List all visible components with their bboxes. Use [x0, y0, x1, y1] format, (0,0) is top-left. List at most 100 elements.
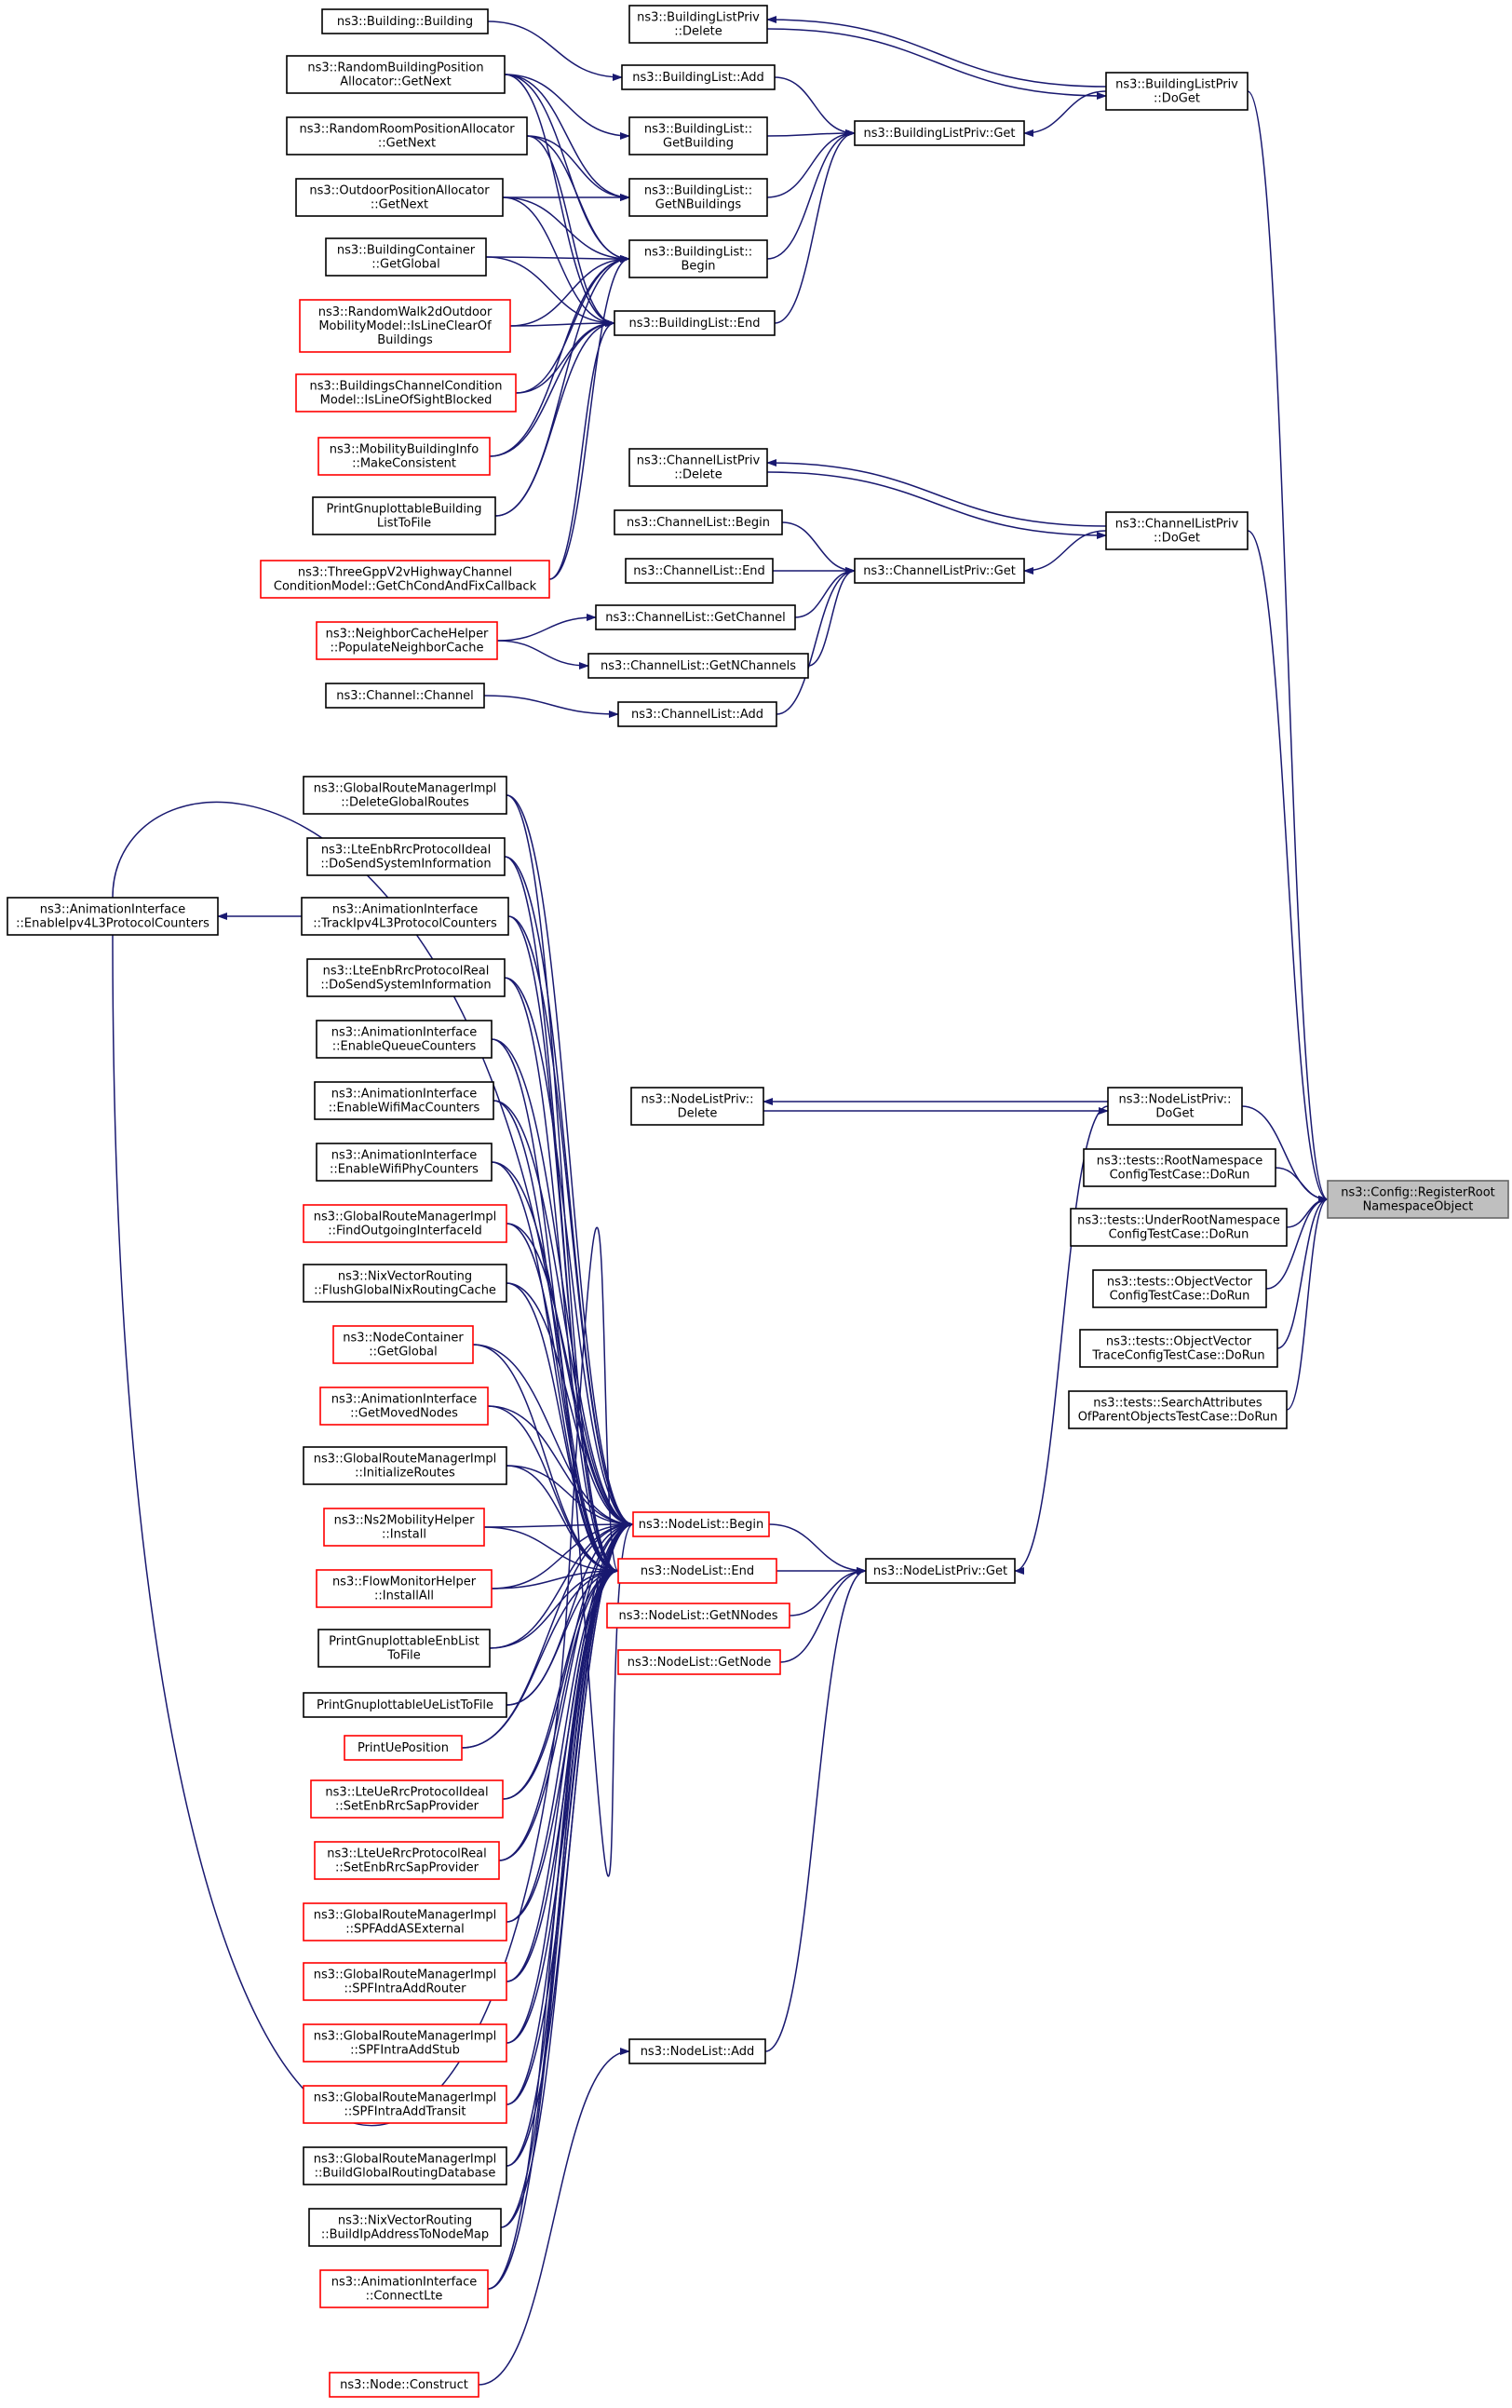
- node-nodeconstruct[interactable]: ns3::Node::Construct: [329, 2372, 479, 2398]
- node-clgetn[interactable]: ns3::ChannelList::GetNChannels: [587, 653, 809, 679]
- node-box: [317, 437, 491, 476]
- node-getmoved[interactable]: ns3::AnimationInterface::GetMovedNodes: [319, 1387, 489, 1426]
- node-ncglobal[interactable]: ns3::NodeContainer::GetGlobal: [332, 1325, 474, 1364]
- node-blend[interactable]: ns3::BuildingList::End: [614, 310, 776, 336]
- node-building[interactable]: ns3::Building::Building: [321, 8, 489, 34]
- node-grmfindout[interactable]: ns3::GlobalRouteManagerImpl::FindOutgoin…: [303, 1204, 507, 1243]
- node-clbegin[interactable]: ns3::ChannelList::Begin: [614, 509, 783, 535]
- node-spfext[interactable]: ns3::GlobalRouteManagerImpl::SPFAddASExt…: [303, 1902, 507, 1941]
- node-label: PrintGnuplottableUeListToFile: [317, 1698, 493, 1712]
- node-searchattr[interactable]: ns3::tests::SearchAttributesOfParentObje…: [1068, 1390, 1288, 1429]
- node-connectlte[interactable]: ns3::AnimationInterface::ConnectLte: [319, 2269, 489, 2308]
- node-tgpp[interactable]: ns3::ThreeGppV2vHighwayChannelConditionM…: [260, 560, 550, 599]
- node-printue[interactable]: PrintUePosition: [344, 1735, 463, 1761]
- node-grmbuild[interactable]: ns3::GlobalRouteManagerImpl::BuildGlobal…: [303, 2146, 507, 2185]
- edge-arrow: [498, 1567, 619, 1861]
- node-label: ns3::Ns2MobilityHelper: [334, 1514, 475, 1528]
- node-nixbuild[interactable]: ns3::NixVectorRouting::BuildIpAddressToN…: [308, 2208, 502, 2247]
- edge-clbegin-to-clpget: [781, 521, 856, 575]
- node-nixflush[interactable]: ns3::NixVectorRouting::FlushGlobalNixRou…: [303, 1264, 507, 1303]
- node-nlgetn[interactable]: ns3::NodeList::GetNNodes: [606, 1603, 790, 1629]
- node-enablewifiphy[interactable]: ns3::AnimationInterface::EnableWifiPhyCo…: [316, 1143, 493, 1182]
- node-enableipv4[interactable]: ns3::AnimationInterface::EnableIpv4L3Pro…: [7, 897, 219, 936]
- node-clpdelete[interactable]: ns3::ChannelListPriv::Delete: [628, 448, 768, 487]
- node-box: [310, 1779, 504, 1819]
- node-spfstub[interactable]: ns3::GlobalRouteManagerImpl::SPFIntraAdd…: [303, 2023, 507, 2063]
- node-pgue[interactable]: PrintGnuplottableUeListToFile: [303, 1692, 507, 1718]
- node-clend[interactable]: ns3::ChannelList::End: [625, 558, 774, 584]
- edge-cladd-to-clpget: [776, 567, 856, 715]
- node-nlend[interactable]: ns3::NodeList::End: [617, 1558, 777, 1584]
- node-label: ns3::RandomRoomPositionAllocator: [299, 123, 515, 137]
- node-objvectrace[interactable]: ns3::tests::ObjectVectorTraceConfigTestC…: [1079, 1329, 1278, 1368]
- node-ns2install[interactable]: ns3::Ns2MobilityHelper::Install: [323, 1508, 485, 1547]
- node-box: [1079, 1329, 1278, 1368]
- node-clgetchannel[interactable]: ns3::ChannelList::GetChannel: [595, 604, 796, 630]
- node-bladd[interactable]: ns3::BuildingList::Add: [621, 64, 776, 90]
- node-nch[interactable]: ns3::NeighborCacheHelper::PopulateNeighb…: [316, 621, 498, 660]
- edge-arrow: [502, 1567, 619, 1800]
- node-lteidealsys[interactable]: ns3::LteEnbRrcProtocolIdeal::DoSendSyste…: [306, 837, 506, 876]
- node-label: ns3::GlobalRouteManagerImpl: [314, 2030, 497, 2044]
- node-objvec[interactable]: ns3::tests::ObjectVectorConfigTestCase::…: [1092, 1269, 1267, 1308]
- node-rrpa[interactable]: ns3::RandomRoomPositionAllocator::GetNex…: [286, 116, 528, 156]
- node-nlpdoget[interactable]: ns3::NodeListPriv::DoGet: [1107, 1087, 1243, 1126]
- node-lterealsys[interactable]: ns3::LteEnbRrcProtocolReal::DoSendSystem…: [306, 958, 506, 997]
- edge-arrow: [506, 1282, 634, 1528]
- edge-arrow: [487, 1405, 634, 1528]
- node-clpdoget[interactable]: ns3::ChannelListPriv::DoGet: [1105, 511, 1249, 550]
- node-blpdelete[interactable]: ns3::BuildingListPriv::Delete: [628, 5, 768, 44]
- node-box: [316, 1020, 493, 1059]
- node-blpget[interactable]: ns3::BuildingListPriv::Get: [854, 120, 1025, 146]
- node-channel[interactable]: ns3::Channel::Channel: [325, 683, 485, 709]
- node-spfrouter[interactable]: ns3::GlobalRouteManagerImpl::SPFIntraAdd…: [303, 1962, 507, 2001]
- node-box: [303, 1962, 507, 2001]
- node-cladd[interactable]: ns3::ChannelList::Add: [617, 701, 777, 727]
- edge-arrow: [504, 74, 630, 201]
- node-nlgetnode[interactable]: ns3::NodeList::GetNode: [617, 1649, 781, 1675]
- node-mbi[interactable]: ns3::MobilityBuildingInfo::MakeConsisten…: [317, 437, 491, 476]
- node-enablewifimac[interactable]: ns3::AnimationInterface::EnableWifiMacCo…: [314, 1081, 494, 1120]
- edge-mbi-to-blbegin: [489, 255, 630, 457]
- node-label: ::FindOutgoingInterfaceId: [328, 1224, 482, 1238]
- edge-arrow: [766, 16, 1107, 88]
- node-grmdelete[interactable]: ns3::GlobalRouteManagerImpl::DeleteGloba…: [303, 776, 507, 815]
- edge-arrow: [491, 1161, 619, 1575]
- node-nlbegin[interactable]: ns3::NodeList::Begin: [632, 1511, 770, 1537]
- edge-arrow: [526, 135, 615, 327]
- node-lteueideal[interactable]: ns3::LteUeRrcProtocolIdeal::SetEnbRrcSap…: [310, 1779, 504, 1819]
- node-rootns[interactable]: ns3::tests::RootNamespaceConfigTestCase:…: [1083, 1148, 1276, 1187]
- node-blpdoget[interactable]: ns3::BuildingListPriv::DoGet: [1105, 72, 1249, 111]
- node-enablequeue[interactable]: ns3::AnimationInterface::EnableQueueCoun…: [316, 1020, 493, 1059]
- node-label: NamespaceObject: [1363, 1200, 1474, 1214]
- node-bcglobal[interactable]: ns3::BuildingContainer::GetGlobal: [325, 237, 487, 277]
- node-lteuereal[interactable]: ns3::LteUeRrcProtocolReal::SetEnbRrcSapP…: [314, 1841, 500, 1880]
- node-blgetn[interactable]: ns3::BuildingList::GetNBuildings: [628, 178, 768, 217]
- node-label: ns3::BuildingList::Add: [632, 71, 763, 85]
- node-rbpa[interactable]: ns3::RandomBuildingPositionAllocator::Ge…: [286, 55, 506, 94]
- node-grminit[interactable]: ns3::GlobalRouteManagerImpl::InitializeR…: [303, 1446, 507, 1485]
- node-trackipv4[interactable]: ns3::AnimationInterface::TrackIpv4L3Prot…: [301, 897, 509, 936]
- edge-arrow: [776, 567, 856, 715]
- node-rw2d[interactable]: ns3::RandomWalk2dOutdoorMobilityModel::I…: [299, 299, 511, 353]
- node-clpget[interactable]: ns3::ChannelListPriv::Get: [854, 558, 1025, 584]
- node-bccm[interactable]: ns3::BuildingsChannelConditionModel::IsL…: [295, 373, 517, 413]
- node-opa[interactable]: ns3::OutdoorPositionAllocator::GetNext: [295, 178, 504, 217]
- edge-arrow: [494, 319, 615, 517]
- node-spftransit[interactable]: ns3::GlobalRouteManagerImpl::SPFIntraAdd…: [303, 2085, 507, 2124]
- node-blbegin[interactable]: ns3::BuildingList::Begin: [628, 239, 768, 278]
- node-fminstall[interactable]: ns3::FlowMonitorHelper::InstallAll: [316, 1569, 493, 1608]
- node-label: ::DoSendSystemInformation: [320, 858, 491, 872]
- node-label: ns3::Channel::Channel: [336, 689, 474, 703]
- node-nlpdelete[interactable]: ns3::NodeListPriv::Delete: [630, 1087, 764, 1126]
- node-label: ns3::NodeList::Add: [641, 2045, 755, 2059]
- node-label: ns3::Config::RegisterRoot: [1341, 1186, 1495, 1200]
- node-underroot[interactable]: ns3::tests::UnderRootNamespaceConfigTest…: [1070, 1208, 1288, 1247]
- node-nlpget[interactable]: ns3::NodeListPriv::Get: [865, 1558, 1016, 1584]
- node-nladd[interactable]: ns3::NodeList::Add: [628, 2038, 766, 2064]
- edge-arrow: [487, 1521, 634, 2290]
- node-blgetbuilding[interactable]: ns3::BuildingList::GetBuilding: [628, 116, 768, 156]
